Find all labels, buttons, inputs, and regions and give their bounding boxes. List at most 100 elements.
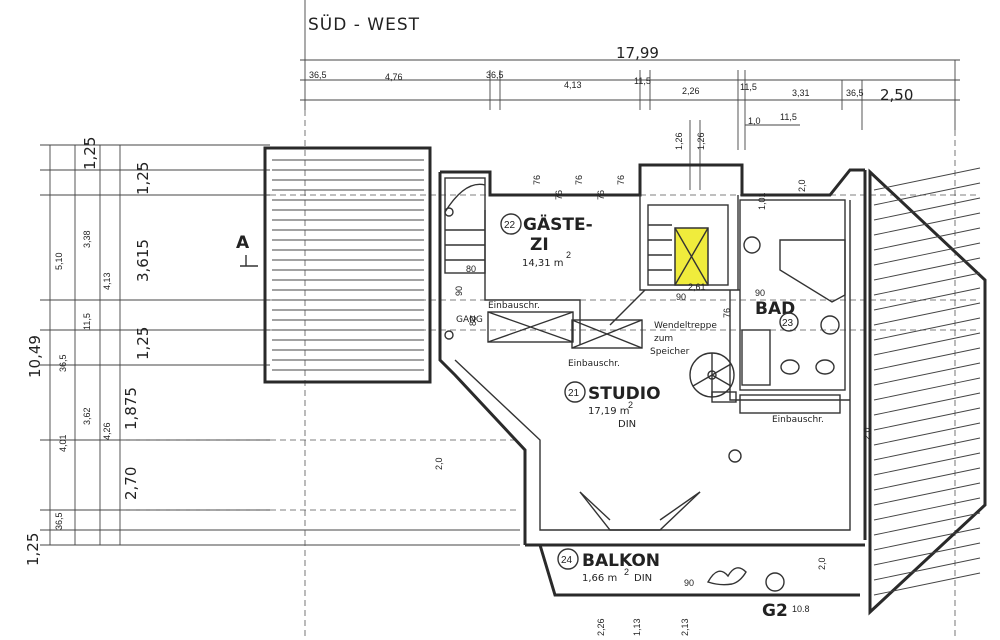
bathroom [711, 199, 846, 403]
dim-int-4: 76 [616, 175, 626, 185]
spiral-staircase [689, 352, 735, 398]
dim-int-11: 2,0 [797, 179, 807, 192]
room-gaeste-label: 22 GÄSTE- ZI 14,31 m 2 [500, 213, 593, 269]
roof-hatch-line [873, 302, 981, 326]
dim-left-minor-4: 4,26 [102, 422, 112, 440]
roof-hatch-line [873, 182, 981, 206]
room-studio-area-sup: 2 [628, 400, 633, 410]
roof-hatch-line [873, 422, 981, 446]
roof-hatch-line [873, 512, 981, 536]
dim-left-minor-5: 3,62 [82, 407, 92, 425]
roof-hatch-line [873, 482, 981, 506]
dim-bottom-2: 2,13 [680, 618, 690, 636]
right-roof-slope [868, 167, 987, 616]
dim-top-small-2: 1,26 [674, 132, 684, 150]
dim-left-major-3: 1,25 [134, 327, 152, 360]
dim-left-major-2: 3,615 [134, 239, 152, 282]
left-dimension-chain [40, 144, 520, 546]
roof-hatch-line [873, 407, 981, 431]
dim-int-8: 90 [676, 292, 686, 302]
dim-bottom-3: 90 [684, 578, 694, 588]
dim-top-right: 2,50 [880, 86, 913, 104]
roof-hatch-line [873, 572, 981, 596]
plant-symbol [706, 567, 747, 586]
room-balkon-area-sup: 2 [624, 567, 629, 577]
roof-hatch-line [873, 227, 981, 251]
dim-left-major-5: 2,70 [122, 467, 140, 500]
roof-hatch-line [873, 287, 981, 311]
roof-hatch-line [873, 167, 981, 191]
room-balkon-name: BALKON [582, 551, 660, 571]
dim-int-12: 2,0 [817, 557, 827, 570]
label-einbauschr-1: Einbauschr. [488, 301, 540, 311]
label-speicher: Speicher [650, 347, 690, 357]
dim-left-minor-2: 3,38 [82, 230, 92, 248]
dim-left-minor-1: 4,13 [102, 272, 112, 290]
roof-hatch-line [873, 497, 981, 521]
top-dimension-chain [300, 0, 960, 190]
wardrobe-gaeste [487, 311, 574, 343]
dim-top-seg-1: 4,76 [385, 72, 403, 82]
dim-int-14: 1,01 [757, 192, 767, 210]
label-wendeltreppe: Wendeltreppe [654, 321, 717, 331]
room-studio-number: 21 [568, 388, 580, 399]
dim-left-minor-7: 36,5 [58, 354, 68, 372]
roof-hatch-line [873, 242, 981, 266]
dim-left-minor-6: 4,01 [58, 434, 68, 452]
dim-top-seg-3: 4,13 [564, 80, 582, 90]
roof-hatch-line [873, 557, 981, 581]
dim-left-minor-0: 5,10 [54, 252, 64, 270]
label-einbauschr-3: Einbauschr. [772, 415, 824, 425]
room-balkon-norm: DIN [634, 573, 652, 584]
roof-hatch-line [873, 347, 981, 371]
room-balkon-label: 24 BALKON 1,66 m 2 DIN [557, 548, 660, 584]
dim-int-10: 2,0 [434, 457, 444, 470]
roof-hatch-line [873, 527, 981, 551]
dim-top-seg-2: 36,5 [486, 70, 504, 80]
dim-top-seg-6: 11,5 [740, 82, 757, 92]
dim-left-total: 10,49 [26, 335, 44, 378]
roof-hatch-line [873, 467, 981, 491]
dim-top-small-1: 11,5 [780, 112, 797, 122]
dim-top-seg-8: 36,5 [846, 88, 864, 98]
room-gaeste-number: 22 [504, 220, 516, 231]
room-bad-label: BAD 23 [755, 299, 799, 332]
roof-hatch-line [873, 362, 981, 386]
label-gang: GANG [456, 315, 483, 325]
room-balkon-number: 24 [561, 555, 573, 566]
room-gaeste-name-1: GÄSTE- [523, 213, 593, 235]
dim-int-16: 2,61 [688, 282, 706, 292]
dim-top-seg-5: 2,26 [682, 86, 700, 96]
dim-int-2: 76 [574, 175, 584, 185]
wardrobe-studio [571, 319, 643, 349]
room-gaeste-area: 14,31 m [522, 258, 564, 269]
dim-left-bottom: 1,25 [24, 533, 42, 566]
stair-left [444, 177, 486, 340]
dim-int-13: 2,0 [862, 427, 872, 440]
dim-left-minor-8: 36,5 [54, 512, 64, 530]
dim-left-major-1: 1,25 [134, 162, 152, 195]
dim-top-seg-0: 36,5 [309, 70, 327, 80]
dim-top-seg-7: 3,31 [792, 88, 810, 98]
roof-hatch-line [873, 257, 981, 281]
dim-int-5: 76 [722, 308, 732, 318]
dim-int-0: 76 [532, 175, 542, 185]
roof-hatch-line [873, 452, 981, 476]
room-balkon-area: 1,66 m [582, 573, 617, 584]
dim-top-small-3: 1,26 [696, 132, 706, 150]
dim-bottom-0: 2,26 [596, 618, 606, 636]
room-studio-norm: DIN [618, 419, 636, 430]
label-einbauschr-2: Einbauschr. [568, 359, 620, 369]
balcony-area [538, 449, 860, 597]
dim-int-15: 90 [755, 288, 765, 298]
room-studio-label: 21 STUDIO 17,19 m 2 DIN [564, 381, 661, 430]
construction-lines [120, 110, 980, 640]
roof-hatch-line [873, 197, 981, 221]
roof-hatch-line [873, 437, 981, 461]
room-bad-name: BAD [755, 299, 795, 319]
dim-top-seg-4: 11,5 [634, 76, 651, 86]
roof-hatch-line [873, 317, 981, 341]
dim-top-small-0: 1,0 [748, 116, 761, 126]
roof-hatch-line [873, 332, 981, 356]
